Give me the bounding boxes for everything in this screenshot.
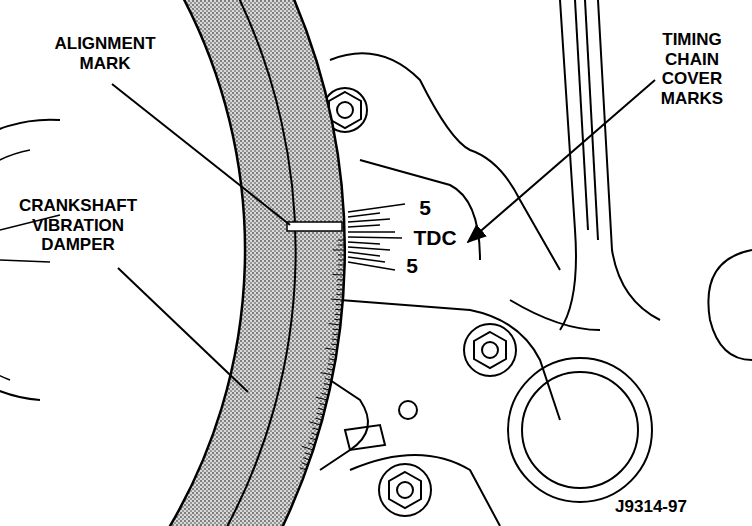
- tick-mark: [332, 334, 339, 336]
- tick-mark: [333, 274, 345, 275]
- tick-mark: [325, 348, 337, 350]
- tick-mark: [337, 284, 344, 285]
- degree-mark: 5: [410, 196, 440, 220]
- degree-mark: 5: [397, 254, 427, 278]
- tick-mark: [308, 443, 315, 445]
- tick-mark: [338, 245, 345, 246]
- tick-mark: [324, 384, 331, 385]
- tick-mark: [325, 379, 332, 380]
- tick-mark: [338, 269, 345, 270]
- tick-mark: [338, 264, 345, 265]
- tick-mark: [334, 319, 341, 321]
- tick-mark: [331, 299, 343, 301]
- tick-mark: [323, 388, 330, 390]
- tdc-mark: TDC: [400, 226, 470, 250]
- tick-mark: [302, 446, 313, 450]
- tick-mark: [337, 279, 344, 280]
- tick-mark: [336, 294, 343, 295]
- tick-mark: [335, 314, 342, 316]
- tick-mark: [311, 433, 318, 435]
- tick-mark: [300, 468, 307, 470]
- tick-mark: [331, 344, 338, 345]
- part-label: TIMING CHAIN COVER MARKS: [640, 30, 744, 108]
- tick-mark: [322, 393, 329, 395]
- tick-mark: [319, 403, 326, 405]
- tick-mark: [329, 359, 336, 360]
- tick-mark: [309, 422, 321, 425]
- tick-mark: [333, 329, 340, 331]
- tick-mark: [337, 289, 344, 290]
- tick-mark: [321, 373, 333, 375]
- tick-mark: [310, 438, 317, 440]
- tick-mark: [333, 250, 345, 251]
- figure-id: J9314-97: [596, 497, 706, 517]
- tick-mark: [329, 354, 336, 355]
- tick-mark: [315, 418, 322, 420]
- tick-mark: [338, 259, 345, 260]
- tick-mark: [318, 408, 325, 410]
- tick-mark: [327, 369, 334, 370]
- tick-mark: [329, 324, 341, 325]
- tick-mark: [303, 458, 310, 460]
- tick-mark: [305, 453, 312, 455]
- tick-mark: [302, 463, 309, 465]
- tick-mark: [336, 304, 343, 306]
- tick-mark: [317, 413, 324, 415]
- tick-mark: [335, 309, 342, 311]
- tick-mark: [338, 240, 345, 241]
- tick-mark: [332, 339, 339, 341]
- tick-mark: [316, 397, 328, 400]
- tick-mark: [328, 364, 335, 365]
- part-label: CRANKSHAFT VIBRATION DAMPER: [8, 196, 148, 255]
- tick-mark: [313, 428, 320, 430]
- tick-mark: [338, 254, 345, 255]
- part-label: ALIGNMENT MARK: [40, 34, 170, 73]
